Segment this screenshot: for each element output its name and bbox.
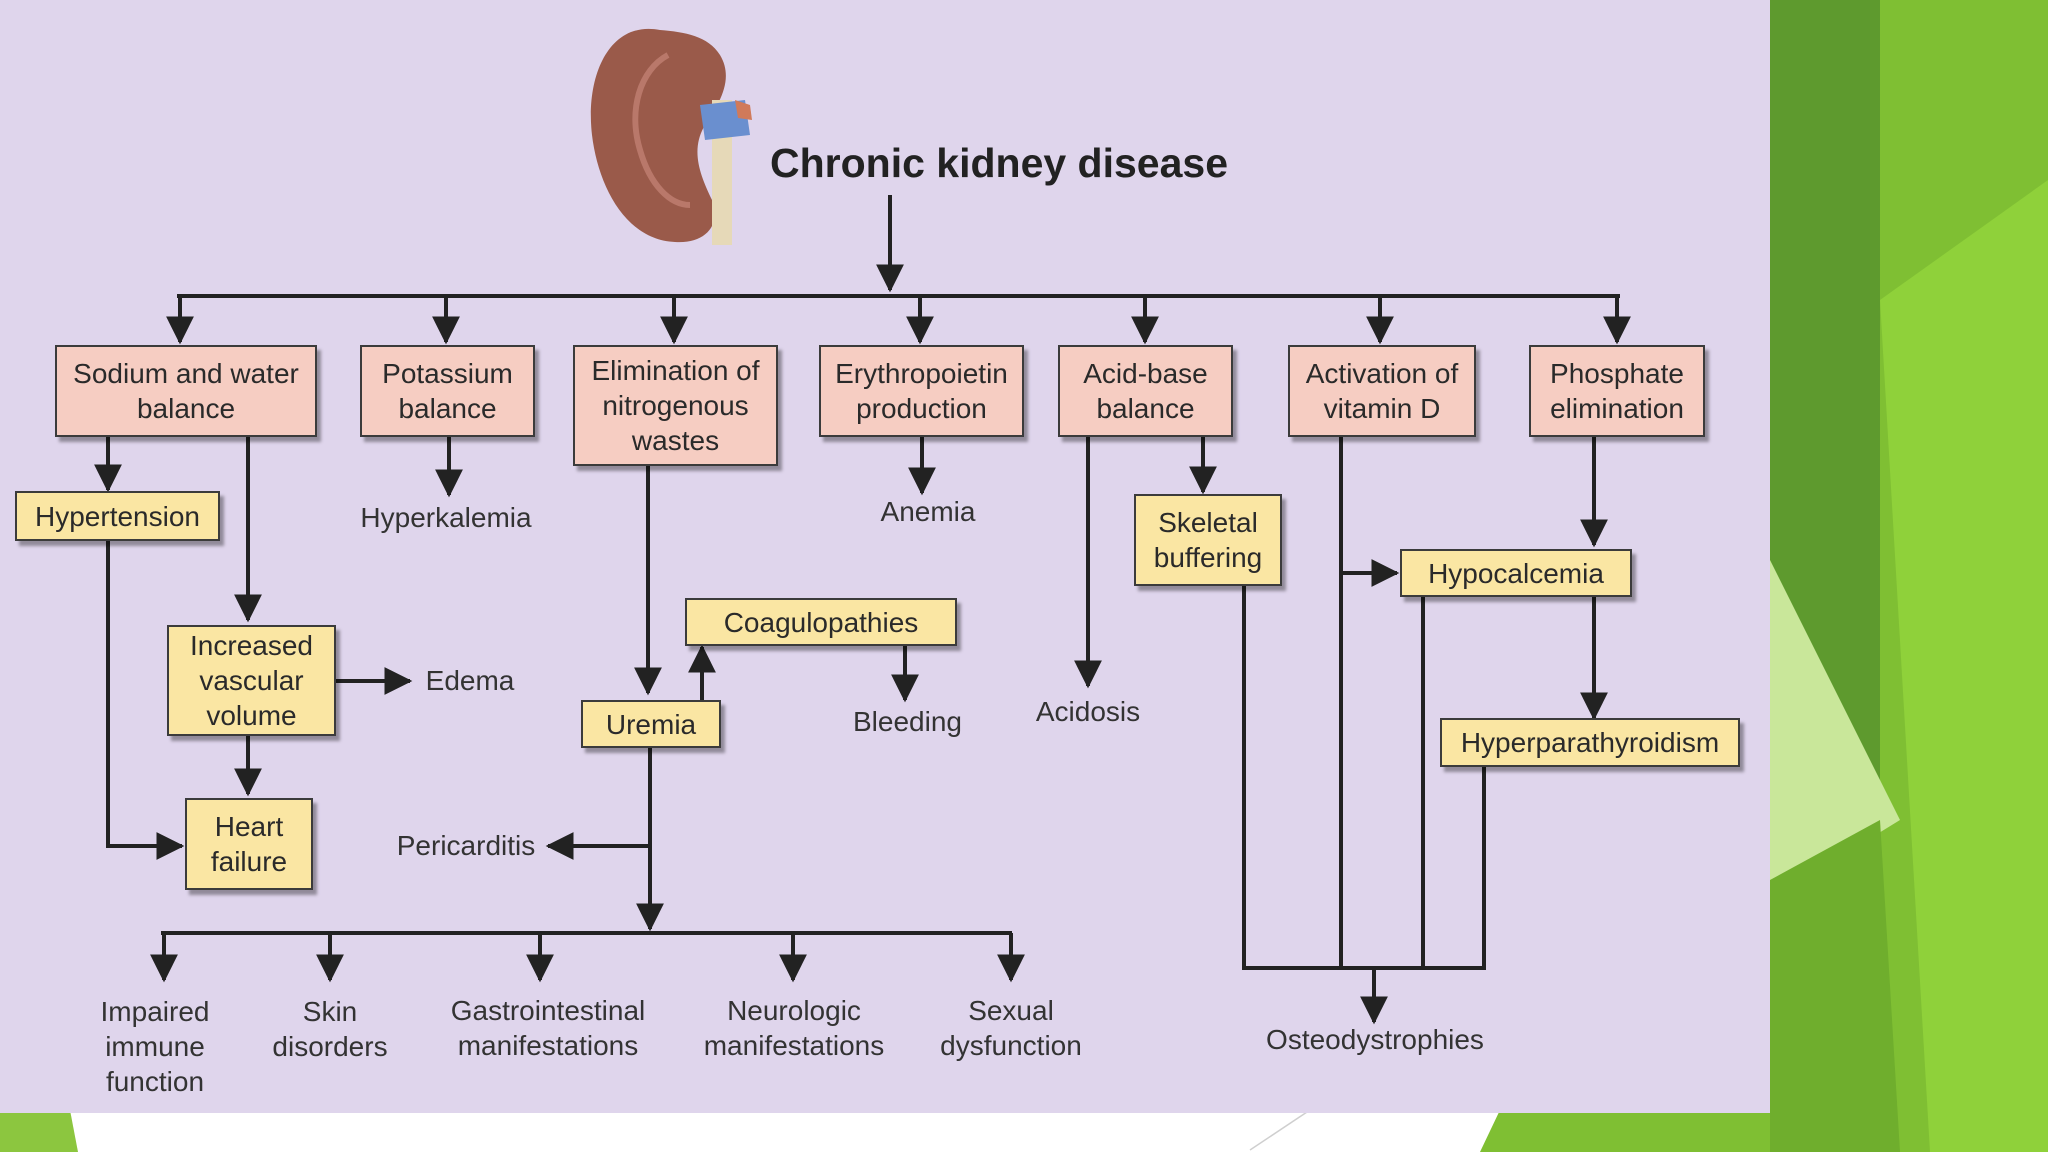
box-vitamin-d-activation: Activation of vitamin D — [1288, 345, 1476, 437]
box-hyperparathyroidism: Hyperparathyroidism — [1440, 718, 1740, 767]
label-hyperkalemia: Hyperkalemia — [360, 502, 532, 533]
green-shape-lower — [1770, 820, 1900, 1152]
decor-line — [1249, 1109, 1311, 1151]
label-edema: Edema — [425, 665, 515, 696]
green-shape-bright — [1880, 180, 2048, 1152]
box-heart-failure: Heart failure — [185, 798, 313, 890]
label-bleeding: Bleeding — [853, 706, 962, 737]
box-sodium-water-balance: Sodium and water balance — [55, 345, 317, 437]
box-increased-vascular-volume: Increased vascular volume — [167, 625, 336, 736]
diagram-panel: Chronic kidney disease Sodium and water … — [0, 0, 1770, 1113]
kidney-icon — [590, 28, 752, 245]
box-acid-base-balance: Acid-base balance — [1058, 345, 1233, 437]
label-acidosis: Acidosis — [1035, 696, 1141, 727]
box-potassium-balance: Potassium balance — [360, 345, 535, 437]
box-hypertension: Hypertension — [15, 491, 220, 541]
box-skeletal-buffering: Skeletal buffering — [1134, 494, 1282, 586]
box-nitrogenous-wastes: Elimination of nitrogenous wastes — [573, 345, 778, 466]
box-coagulopathies: Coagulopathies — [685, 598, 957, 646]
label-anemia: Anemia — [880, 496, 976, 527]
arrow-hypertension-heart — [106, 541, 185, 860]
label-impaired-immune-function: Impaired immune function — [100, 996, 210, 1097]
label-gastrointestinal-manifestations: Gastrointestinal manifestations — [450, 995, 646, 1061]
box-erythropoietin-production: Erythropoietin production — [819, 345, 1024, 437]
green-shape-light — [1770, 560, 1900, 900]
label-skin-disorders: Skin disorders — [272, 996, 388, 1062]
diagram-title: Chronic kidney disease — [770, 140, 1229, 186]
label-osteodystrophies: Osteodystrophies — [1266, 1024, 1484, 1055]
diagram-connectors — [94, 28, 1631, 1025]
box-hypocalcemia: Hypocalcemia — [1400, 549, 1632, 597]
label-pericarditis: Pericarditis — [396, 830, 536, 861]
label-neurologic-manifestations: Neurologic manifestations — [703, 995, 885, 1061]
box-phosphate-elimination: Phosphate elimination — [1529, 345, 1705, 437]
label-sexual-dysfunction: Sexual dysfunction — [940, 995, 1082, 1061]
box-uremia: Uremia — [581, 700, 721, 748]
green-corner-left — [0, 1110, 78, 1152]
